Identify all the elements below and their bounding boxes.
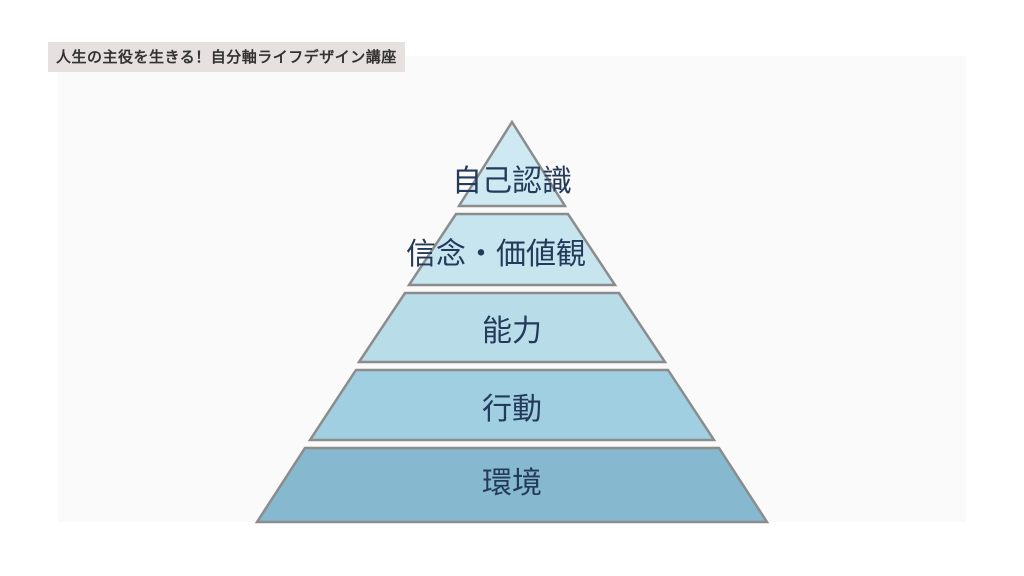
pyramid-layer-5-shape xyxy=(254,446,770,524)
pyramid-layer-2-label: 信念・価値観 xyxy=(406,237,586,272)
pyramid-layer-1-label: 自己認識 xyxy=(452,164,572,199)
pyramid-layer-4-shape xyxy=(307,368,717,442)
pyramid-layer-4-label: 行動 xyxy=(482,392,542,427)
pyramid-layer-3: 能力 xyxy=(356,291,668,364)
pyramid-layer-5-label: 環境 xyxy=(482,466,542,501)
pyramid-layer-1: 自己認識 xyxy=(452,119,572,208)
pyramid-layer-1-shape xyxy=(456,119,568,208)
page-title: 人生の主役を生きる！自分軸ライフデザイン講座 xyxy=(48,42,405,72)
pyramid-layer-2-shape xyxy=(406,212,618,287)
pyramid-layer-3-shape xyxy=(356,291,668,364)
pyramid-layer-2: 信念・価値観 xyxy=(406,212,618,287)
pyramid-layer-5: 環境 xyxy=(254,446,770,524)
pyramid-layer-4: 行動 xyxy=(307,368,717,442)
pyramid-layer-3-label: 能力 xyxy=(482,314,542,349)
